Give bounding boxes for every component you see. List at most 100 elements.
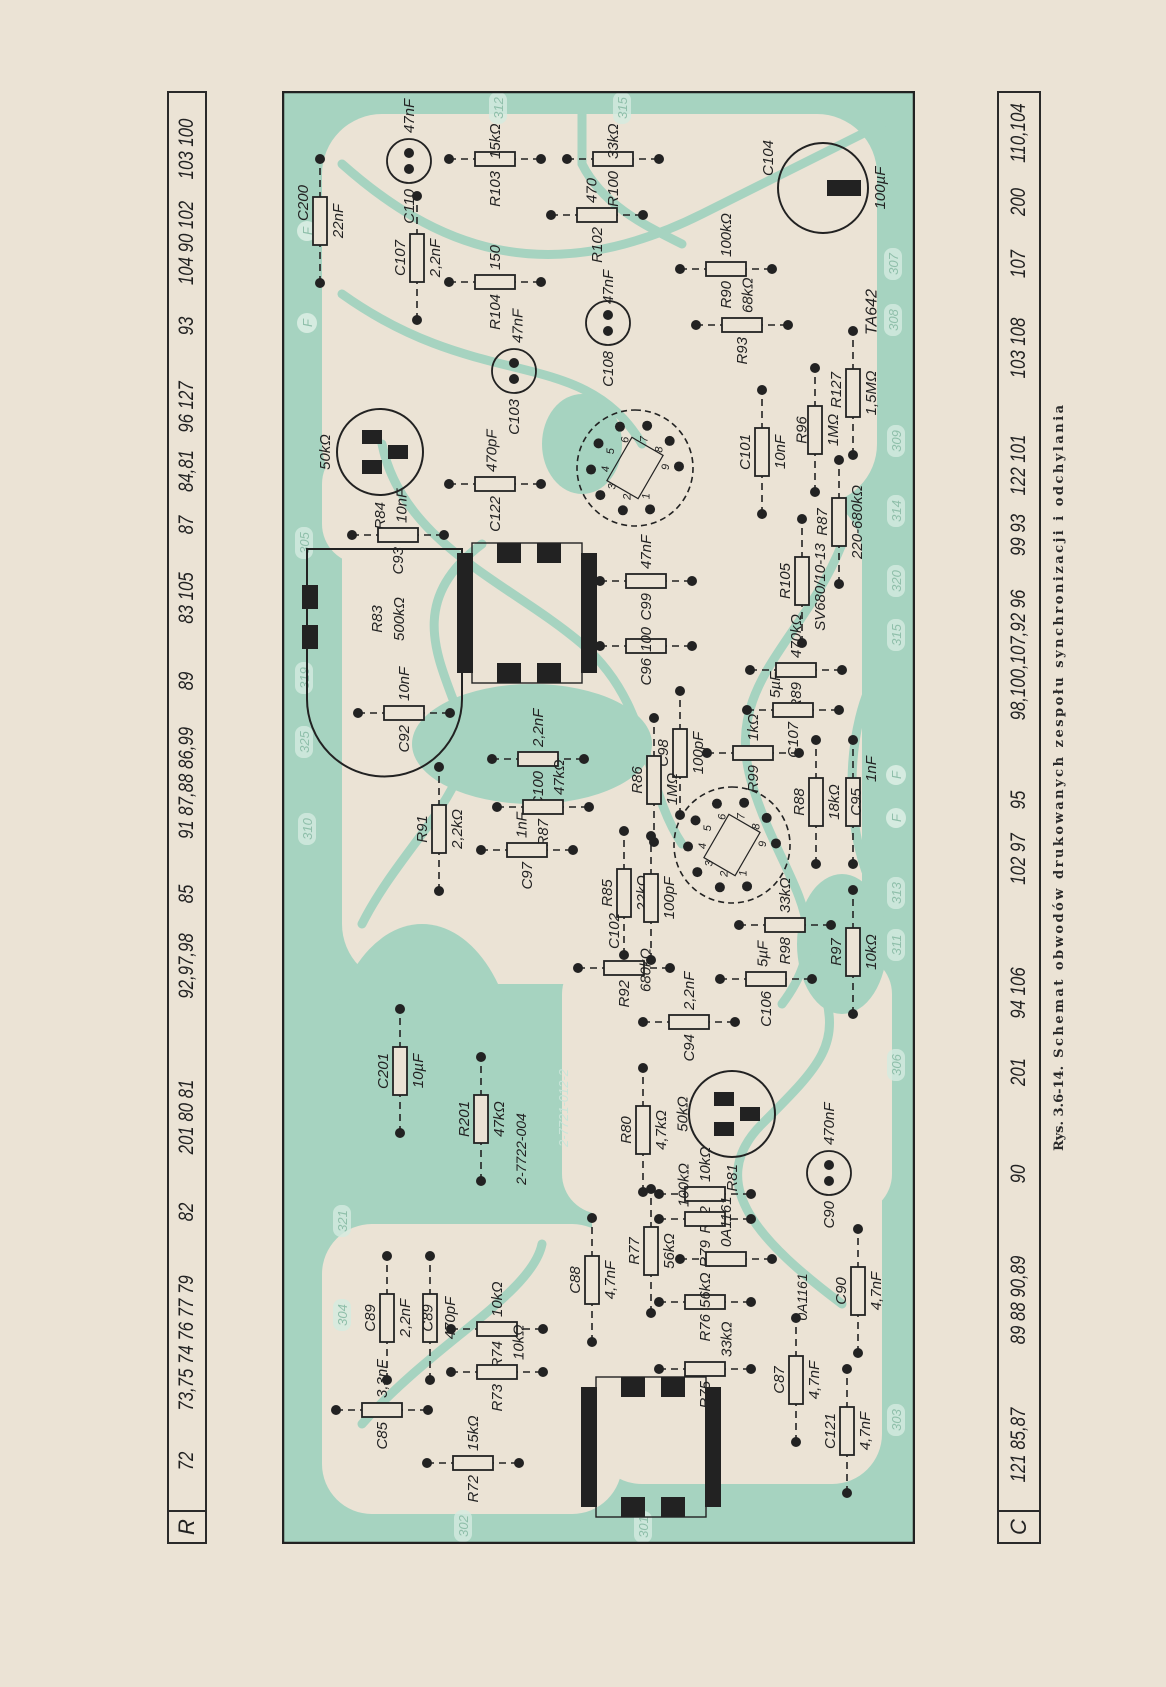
resistor-table-header: R [169,1510,205,1542]
pad-number: 314 [889,500,904,522]
capacitor-index-entry: 107 [1007,249,1030,279]
component-body [584,1255,600,1305]
solder-pad [810,487,820,497]
solder-pad [347,530,357,540]
component-body [452,1455,494,1471]
component-body [474,274,516,290]
solder-pad [476,1052,486,1062]
component-value: 2,2kΩ [449,809,466,850]
tube-pin-number: 9 [660,464,672,470]
component-ref: C97 [519,861,536,889]
solder-pad [487,754,497,764]
pad-number: 305 [297,531,312,553]
solder-pad [687,641,697,651]
component-ref: C85 [374,1421,391,1449]
solder-pad [826,920,836,930]
component-ref: R84 [372,502,389,530]
component-body [788,1355,804,1405]
component-ref: C104 [760,140,777,176]
component-ref: C89 [362,1304,379,1332]
component-body [625,573,667,589]
solder-pad [746,1189,756,1199]
solder-pad [702,748,712,758]
capacitor-index-entry: 89 88 90,89 [1007,1255,1030,1345]
component-ref: R93 [734,336,751,364]
tube-pin [595,490,606,501]
switch-block [457,542,597,684]
solder-pad [434,886,444,896]
capacitor-index-entry: 94 106 [1007,967,1030,1019]
tube-pin [664,435,675,446]
tube-pin-number: 3 [606,483,618,490]
component-value: 50kΩ [674,1096,691,1132]
component-body [705,261,747,277]
component-ref: R105 [777,562,794,599]
solder-pad [797,638,807,648]
component-value: 100pF [690,731,707,774]
component-body [643,1226,659,1276]
resistor-index-entry: 83 105 [175,572,198,624]
tube-pin [714,882,725,893]
solder-pad [791,1313,801,1323]
component-body [635,1105,651,1155]
component-ref: C92 [396,724,413,752]
solder-pad [767,1254,777,1264]
solder-pad [579,754,589,764]
component-ref: R77 [626,1237,643,1265]
solder-pad [444,479,454,489]
component-value: 50kΩ [317,434,334,470]
component-body [312,196,328,246]
component-body [850,1266,866,1316]
solder-pad [810,363,820,373]
solder-pad [794,748,804,758]
pad-number: 302 [456,1514,471,1536]
component-ref: R97 [828,938,845,966]
solder-pad [315,278,325,288]
component-ref: R100 [605,170,622,207]
component-ref: R92 [616,979,633,1007]
pad-number: 303 [889,1408,904,1430]
component-value: 47nF [600,269,617,304]
solder-pad [546,210,556,220]
pad-number: 301 [636,1516,651,1538]
solder-pad [584,802,594,812]
component-c104: C104 100µF [760,140,889,234]
solder-pad [654,1297,664,1307]
component-body [754,427,770,477]
component-value: 100µF [872,166,889,210]
solder-pad [797,514,807,524]
component-ref: R83 [369,605,386,633]
tube-pin [692,867,703,878]
component-value: 3,3nF [374,1359,391,1398]
pad-number: 320 [889,569,904,591]
solder-pad [444,154,454,164]
component-body [603,960,645,976]
tube-pin-number: 8 [751,823,763,830]
component-value: 470 [584,177,601,203]
solder-pad [654,1364,664,1374]
solder-pad [834,705,844,715]
pad-number: 307 [886,252,901,274]
solder-pad [675,810,685,820]
resistor-index-entry: 89 [175,671,198,691]
pad-number: 309 [889,430,904,452]
capacitor-outline [806,1150,852,1196]
component-body [361,1402,403,1418]
solder-pad [757,385,767,395]
component-value: 0A1161 [718,1196,735,1247]
component-ref: C89 [419,1304,436,1332]
component-body [775,662,817,678]
